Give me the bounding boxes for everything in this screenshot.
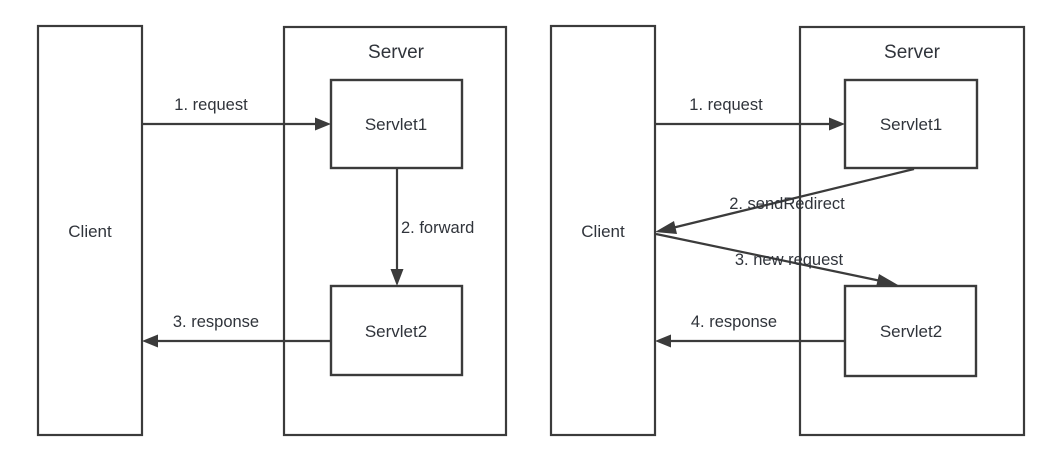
panel-send-redirect: Client Server Servlet1 Servlet2 1. reque… (549, 24, 1026, 437)
client-box-redirect (549, 24, 657, 437)
client-label-redirect: Client (581, 222, 625, 241)
flow-arrow-redirect-4: 4. response (655, 313, 845, 348)
flow-label-redirect-4: 4. response (691, 313, 777, 331)
flow-label-redirect-2: 2. sendRedirect (729, 195, 845, 213)
servlet1-label-forward: Servlet1 (365, 115, 427, 134)
flow-label-forward-2: 2. forward (401, 219, 474, 237)
servlet1-box-redirect (843, 78, 979, 170)
flow-arrow-redirect-1: 1. request (655, 96, 845, 131)
servlet1-label-redirect: Servlet1 (880, 115, 942, 134)
flow-arrow-forward-2: 2. forward (390, 168, 474, 286)
servlet2-label-forward: Servlet2 (365, 322, 427, 341)
flow-arrow-redirect-2: 2. sendRedirect (655, 167, 915, 234)
flow-arrow-forward-1: 1. request (142, 96, 331, 131)
server-title-forward: Server (368, 42, 425, 63)
client-label-forward: Client (68, 222, 112, 241)
server-title-redirect: Server (884, 42, 941, 63)
servlet2-box-redirect (843, 284, 978, 378)
panel-forward: Client Server Servlet1 Servlet2 1. reque… (36, 24, 508, 437)
flow-arrow-redirect-3: 3. new request (655, 232, 898, 287)
servlet2-box-forward (329, 284, 464, 377)
flow-label-redirect-3: 3. new request (735, 251, 844, 269)
flow-label-forward-3: 3. response (173, 313, 259, 331)
client-box-forward (36, 24, 144, 437)
flow-arrow-forward-3: 3. response (142, 313, 331, 348)
flow-label-redirect-1: 1. request (689, 96, 763, 114)
servlet2-label-redirect: Servlet2 (880, 322, 942, 341)
flow-label-forward-1: 1. request (174, 96, 248, 114)
